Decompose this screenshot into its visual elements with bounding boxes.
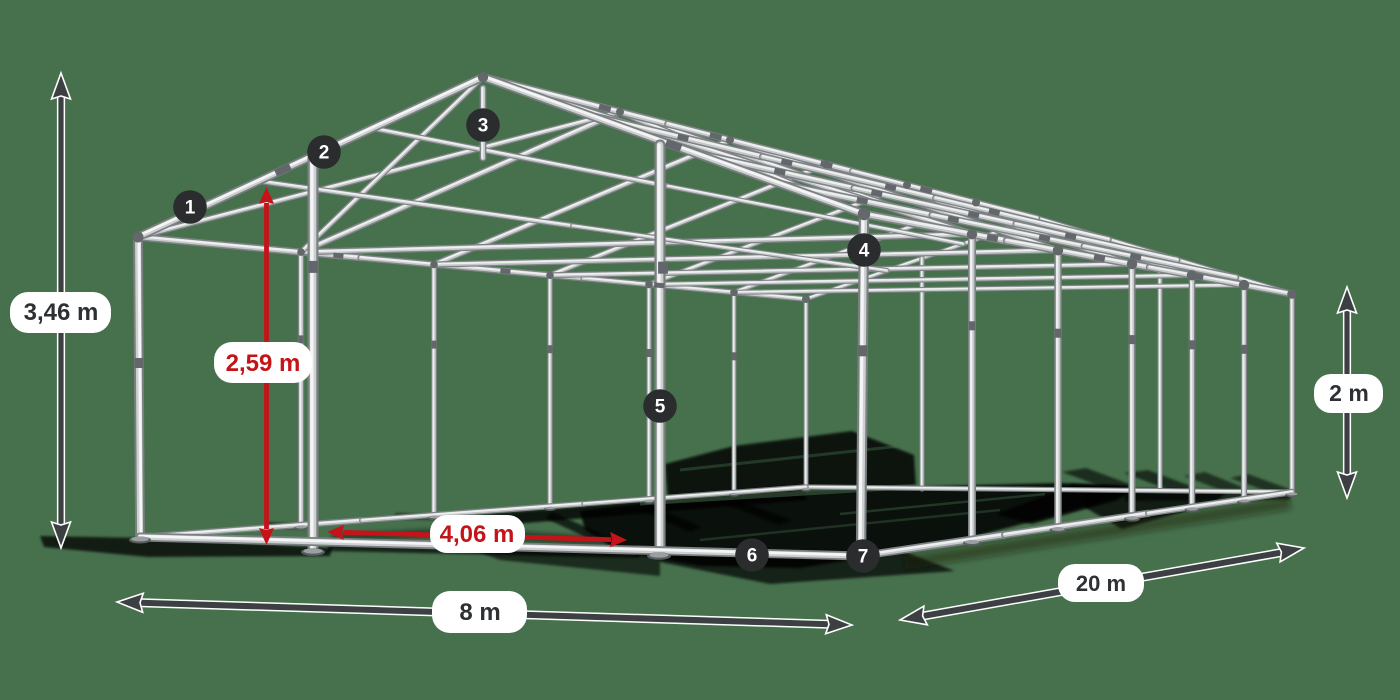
svg-text:5: 5 xyxy=(655,397,666,418)
svg-text:2: 2 xyxy=(319,143,330,164)
svg-text:20 m: 20 m xyxy=(1076,571,1126,596)
svg-text:3: 3 xyxy=(478,116,489,137)
svg-text:7: 7 xyxy=(858,547,869,568)
svg-text:6: 6 xyxy=(747,546,758,567)
svg-text:4: 4 xyxy=(859,241,870,262)
svg-text:2,59 m: 2,59 m xyxy=(226,350,301,377)
svg-text:2 m: 2 m xyxy=(1329,380,1369,406)
svg-text:3,46 m: 3,46 m xyxy=(24,299,99,326)
svg-text:4,06 m: 4,06 m xyxy=(440,521,515,548)
svg-text:8 m: 8 m xyxy=(459,599,500,626)
svg-text:1: 1 xyxy=(185,198,196,219)
